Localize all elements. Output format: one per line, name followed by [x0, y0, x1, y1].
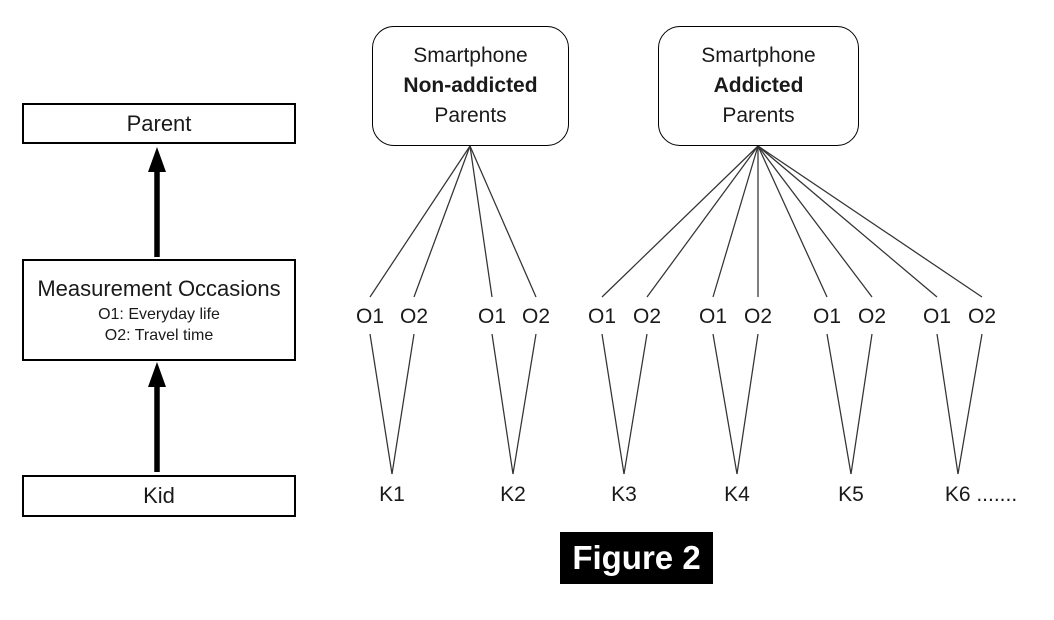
occasion-label: O1: [922, 305, 952, 328]
group0-line1: Smartphone: [413, 44, 528, 67]
occasion-to-kid-line: [826, 333, 852, 475]
group0-line3: Parents: [434, 104, 507, 127]
smartphone-non-addicted-parents-box: Smartphone Non-addicted Parents: [372, 26, 569, 146]
occasion-label: O1: [587, 305, 617, 328]
occasion-to-kid-line: [736, 333, 759, 475]
parent-to-occasion-line: [369, 145, 471, 298]
parent-to-occasion-line: [601, 145, 759, 298]
kid-label: K5: [838, 483, 864, 506]
up-arrow-head: [148, 362, 166, 387]
occasion-label: O2: [632, 305, 662, 328]
parent-to-occasion-line: [469, 145, 537, 298]
occasion-to-kid-line: [512, 333, 537, 475]
measurement-occasions-box: Measurement Occasions O1: Everyday life …: [22, 259, 296, 361]
kid-label: K1: [379, 483, 405, 506]
group0-line2: Non-addicted: [403, 74, 538, 97]
occasion-to-kid-line: [712, 333, 738, 475]
up-arrow-head: [148, 147, 166, 172]
occasion-label: O2: [743, 305, 773, 328]
parent-to-occasion-line: [757, 145, 983, 298]
occasion-to-kid-line: [936, 333, 959, 475]
occasion-label: O1: [355, 305, 385, 328]
occasion2-description: O2: Travel time: [104, 327, 214, 344]
parent-to-occasion-line: [646, 145, 759, 298]
occasion-label: O2: [399, 305, 429, 328]
occasion-label: O2: [857, 305, 887, 328]
parent-box-label: Parent: [126, 110, 192, 136]
smartphone-addicted-parents-box: Smartphone Addicted Parents: [658, 26, 859, 146]
group1-line1: Smartphone: [701, 44, 816, 67]
occasion-to-kid-line: [491, 333, 514, 475]
occasion-to-kid-line: [601, 333, 625, 475]
occasion-to-kid-line: [369, 333, 393, 475]
occasion-label: O2: [967, 305, 997, 328]
kid-label: K2: [500, 483, 526, 506]
group1-line3: Parents: [722, 104, 795, 127]
kid-box: Kid: [22, 475, 296, 517]
occasion-to-kid-line: [623, 333, 648, 475]
occasion-label: O1: [477, 305, 507, 328]
occasion1-description: O1: Everyday life: [98, 306, 220, 323]
parent-to-occasion-line: [757, 145, 873, 298]
occasion-label: O2: [521, 305, 551, 328]
group1-line2: Addicted: [713, 74, 804, 97]
occasion-to-kid-line: [957, 333, 983, 475]
occasion-to-kid-line: [850, 333, 873, 475]
occasion-label: O1: [698, 305, 728, 328]
measurement-occasions-title: Measurement Occasions: [37, 276, 281, 301]
kid-label: K6 .......: [944, 483, 1018, 506]
kid-box-label: Kid: [143, 483, 175, 508]
parent-to-occasion-line: [757, 145, 828, 298]
figure-caption: Figure 2: [560, 532, 713, 584]
parent-to-occasion-line: [413, 145, 471, 298]
kid-label: K3: [611, 483, 637, 506]
kid-label: K4: [724, 483, 750, 506]
parent-to-occasion-line: [712, 145, 759, 298]
occasion-label: O1: [812, 305, 842, 328]
occasion-to-kid-line: [391, 333, 415, 475]
parent-to-occasion-line: [469, 145, 493, 298]
parent-to-occasion-line: [757, 145, 938, 298]
parent-box: Parent: [22, 103, 296, 144]
